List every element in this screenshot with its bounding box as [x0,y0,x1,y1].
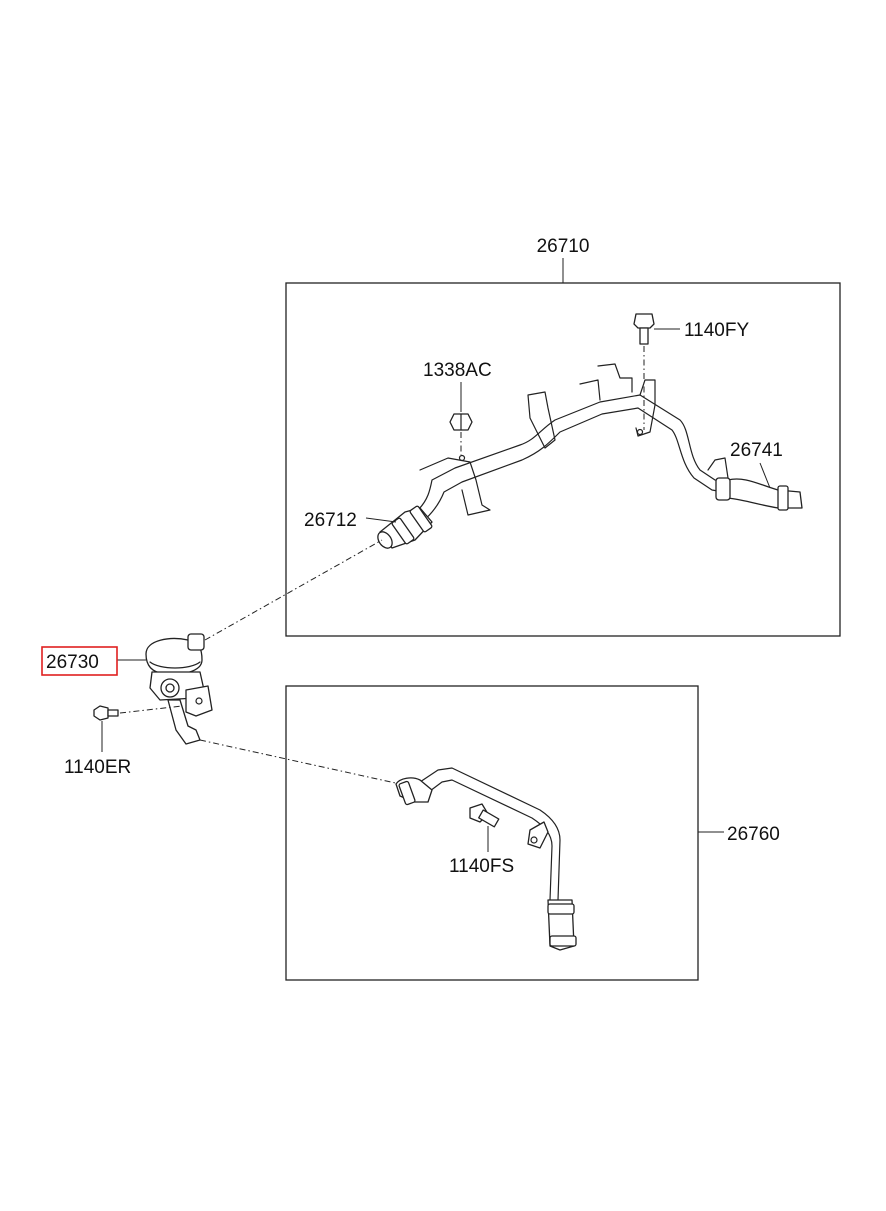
label-26712[interactable]: 26712 [304,510,357,531]
lower-pipe [395,767,577,951]
hose-26712 [377,505,433,549]
lower-assembly-box [285,685,699,981]
upper-pipe [417,363,736,523]
lower-assembly-group: 26760 1140FS [285,685,780,981]
label-26760[interactable]: 26760 [727,824,780,845]
label-1338ac[interactable]: 1338AC [423,360,492,381]
link-valve-upper [204,539,383,641]
nut-1338ac [449,413,473,455]
link-valve-lower [199,739,401,785]
valve-26730 [145,633,213,745]
bolt-1140er [93,705,183,721]
hose-right-leader [759,462,771,489]
label-1140fs[interactable]: 1140FS [449,856,514,877]
bolt-1140fs [469,803,500,828]
label-1140er[interactable]: 1140ER [64,757,131,778]
label-26730[interactable]: 26730 [46,652,99,673]
hose-left-leader [365,517,397,523]
highlight-box-26730 [41,646,118,676]
label-26741[interactable]: 26741 [730,440,783,461]
upper-assembly-group: 26710 26741 [285,236,841,637]
label-1140fy[interactable]: 1140FY [684,320,749,341]
hose-26741 [715,477,803,511]
bolt-1140fy [633,313,655,430]
label-26710[interactable]: 26710 [537,236,590,257]
